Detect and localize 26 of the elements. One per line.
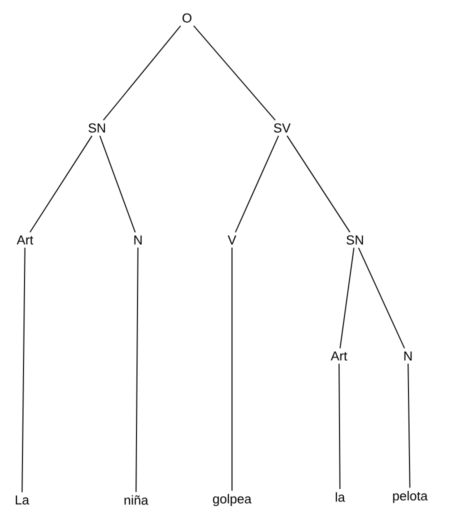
tree-branch xyxy=(286,135,350,233)
tree-branch xyxy=(340,247,354,349)
tree-branch xyxy=(102,25,182,121)
word: niña xyxy=(124,495,148,505)
category-label: SN xyxy=(346,235,363,245)
category-label: Art xyxy=(16,235,34,245)
leaf-line xyxy=(338,363,340,490)
leaf-line xyxy=(22,247,26,493)
category-label: N xyxy=(134,236,142,244)
category-label: V xyxy=(228,236,236,244)
category-label: O xyxy=(182,13,192,23)
leaf-line xyxy=(408,363,410,488)
word: La xyxy=(16,495,30,505)
category-label: Art xyxy=(330,351,348,361)
tree-branch xyxy=(358,247,405,349)
leaf-line xyxy=(136,247,138,493)
category-label: N xyxy=(404,352,412,360)
tree-branch xyxy=(193,25,276,121)
category-label: SV xyxy=(274,123,291,133)
word: golpea xyxy=(213,494,252,506)
tree-branch xyxy=(29,135,92,233)
tree-branch xyxy=(99,135,136,233)
tree-branch xyxy=(234,135,280,233)
category-label: SN xyxy=(88,123,105,133)
word: pelota xyxy=(393,490,428,504)
word: la xyxy=(336,492,346,502)
